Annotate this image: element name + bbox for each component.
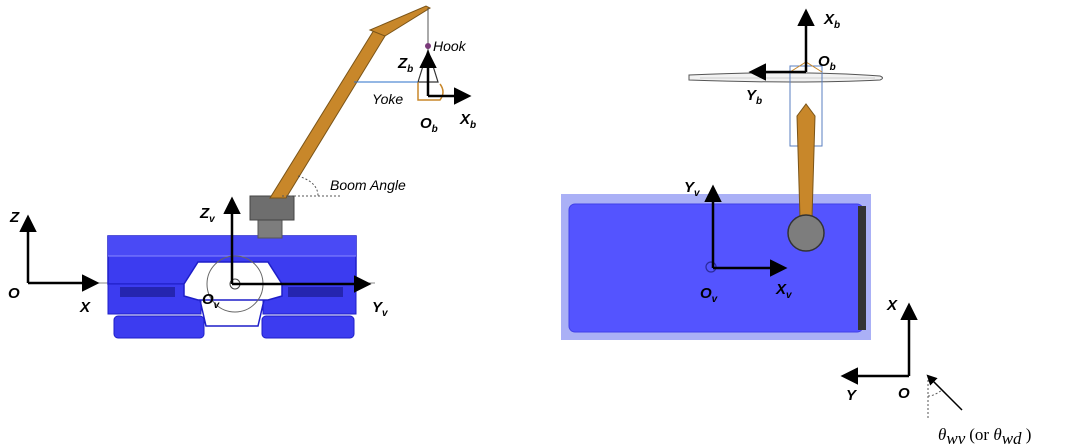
hook-label: Hook	[433, 38, 467, 54]
boom-angle-indicator: Boom Angle	[282, 175, 406, 197]
world-top-x-label: X	[886, 297, 898, 314]
boom-axes-side: Zb Ob Xb	[397, 50, 476, 135]
theta-label: θwv(or θwd )	[938, 425, 1031, 448]
blade-top	[688, 61, 883, 147]
boom-side	[269, 5, 432, 199]
theta-indicator: θwv(or θwd )	[926, 374, 1031, 448]
boom-x-label: Xb	[459, 111, 476, 131]
boom-origin-label: Ob	[420, 115, 438, 135]
hook-assembly: Hook	[417, 8, 467, 101]
boom-top-x-label: Xb	[823, 11, 840, 31]
yoke-label: Yoke	[372, 91, 403, 107]
boom-top-origin-label: Ob	[818, 53, 836, 73]
world-z-label: Z	[9, 209, 20, 226]
vehicle-top-y-label: Yv	[684, 179, 701, 199]
world-axes-top: X O Y	[840, 297, 918, 404]
vehicle-axes-side: Zv Ov Yv	[199, 196, 389, 319]
top-view: Xb Ob Yb Yv Ov Xv X O Y θwv(or θwd )	[561, 8, 1031, 448]
vehicle-top-x-label: Xv	[775, 281, 793, 301]
boom-top	[787, 103, 825, 252]
boom-angle-label: Boom Angle	[330, 177, 406, 193]
vehicle-z-label: Zv	[199, 205, 216, 225]
hook-icon	[425, 43, 431, 49]
world-origin-label: O	[8, 285, 20, 302]
vehicle-origin-label: Ov	[202, 291, 221, 311]
side-view: Boom Angle Hook Yoke Z O X Zv Ov Yv	[8, 5, 476, 339]
turret-post	[249, 195, 295, 239]
world-top-origin-label: O	[898, 385, 910, 402]
world-axes-side: Z O X	[8, 209, 100, 316]
boom-z-label: Zb	[397, 55, 413, 75]
world-top-y-label: Y	[846, 387, 858, 404]
boom-top-y-label: Yb	[746, 87, 762, 107]
vehicle-axes-top: Yv Ov Xv	[684, 179, 793, 305]
vehicle-top-origin-label: Ov	[700, 285, 719, 305]
vehicle-y-label: Yv	[372, 299, 389, 319]
boom-axes-top: Xb Ob Yb	[746, 8, 840, 107]
world-x-label: X	[79, 299, 91, 316]
